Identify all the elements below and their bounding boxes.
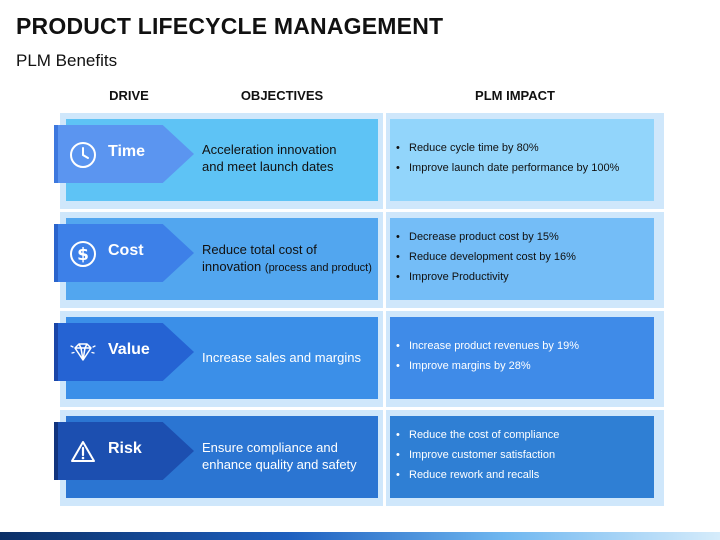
drive-label: Value bbox=[108, 341, 150, 358]
objective-line: Increase sales and margins bbox=[202, 350, 361, 365]
objective-line: innovation (process and product) bbox=[202, 258, 377, 277]
objective-line: Acceleration innovation bbox=[202, 142, 337, 157]
impact-list: Decrease product cost by 15% Reduce deve… bbox=[394, 227, 576, 287]
impact-item: Increase product revenues by 19% bbox=[394, 336, 579, 356]
impact-item: Decrease product cost by 15% bbox=[394, 227, 576, 247]
impact-list: Increase product revenues by 19% Improve… bbox=[394, 336, 579, 376]
objective-text: Increase sales and margins bbox=[202, 349, 377, 366]
impact-list: Reduce cycle time by 80% Improve launch … bbox=[394, 138, 619, 178]
impact-item: Improve customer satisfaction bbox=[394, 445, 559, 465]
row-risk: Risk Ensure compliance and enhance quali… bbox=[54, 410, 664, 506]
impact-list: Reduce the cost of compliance Improve cu… bbox=[394, 425, 559, 485]
impact-item: Reduce rework and recalls bbox=[394, 465, 559, 485]
objective-note: (process and product) bbox=[264, 262, 372, 274]
svg-text:$: $ bbox=[77, 245, 89, 265]
objective-text: Ensure compliance and enhance quality an… bbox=[202, 439, 377, 473]
drive-arrow: Time bbox=[58, 125, 194, 183]
impact-item: Reduce cycle time by 80% bbox=[394, 138, 619, 158]
impact-item: Improve margins by 28% bbox=[394, 356, 579, 376]
dollar-icon: $ bbox=[68, 239, 98, 269]
footer-gradient-bar bbox=[0, 532, 720, 540]
page-subtitle: PLM Benefits bbox=[16, 51, 118, 70]
drive-label: Time bbox=[108, 143, 146, 160]
drive-label: Risk bbox=[108, 440, 142, 457]
column-header-objectives: OBJECTIVES bbox=[240, 88, 324, 103]
impact-item: Improve Productivity bbox=[394, 267, 576, 287]
impact-item: Reduce development cost by 16% bbox=[394, 247, 576, 267]
impact-item: Reduce the cost of compliance bbox=[394, 425, 559, 445]
objective-line: and meet launch dates bbox=[202, 159, 334, 174]
drive-arrow: $ Cost bbox=[58, 224, 194, 282]
impact-item: Improve launch date performance by 100% bbox=[394, 158, 619, 178]
row-value: Value Increase sales and margins Increas… bbox=[54, 311, 664, 407]
row-cost: $ Cost Reduce total cost of innovation (… bbox=[54, 212, 664, 308]
drive-arrow: Value bbox=[58, 323, 194, 381]
objective-line: Reduce total cost of bbox=[202, 242, 317, 257]
objective-line: enhance quality and safety bbox=[202, 457, 357, 472]
row-time: Time Acceleration innovation and meet la… bbox=[54, 113, 664, 209]
page-title: PRODUCT LIFECYCLE MANAGEMENT bbox=[16, 13, 444, 39]
diamond-icon bbox=[68, 338, 98, 368]
drive-label: Cost bbox=[108, 242, 144, 259]
column-header-drive: DRIVE bbox=[109, 88, 149, 103]
objective-text: Reduce total cost of innovation (process… bbox=[202, 241, 377, 277]
objective-line: Ensure compliance and bbox=[202, 440, 338, 455]
clock-icon bbox=[68, 140, 98, 170]
drive-arrow: Risk bbox=[58, 422, 194, 480]
column-header-plm-impact: PLM IMPACT bbox=[475, 88, 555, 103]
objective-text: Acceleration innovation and meet launch … bbox=[202, 141, 377, 175]
warning-icon bbox=[68, 437, 98, 467]
objective-word: innovation bbox=[202, 259, 262, 274]
